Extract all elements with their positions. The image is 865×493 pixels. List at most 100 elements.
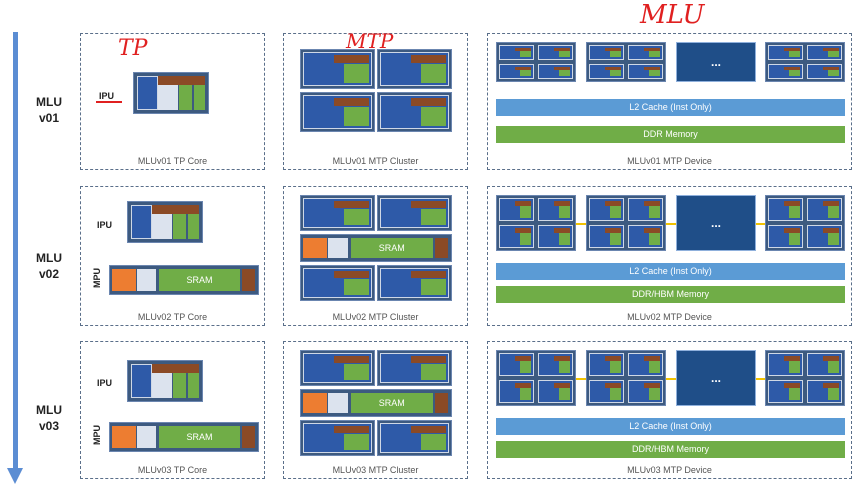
device-cluster — [496, 195, 576, 251]
sub-core-compute — [648, 50, 660, 57]
sub-core-compute — [421, 64, 446, 83]
sub-core — [807, 198, 842, 221]
cluster-core — [300, 92, 375, 132]
l2-cache-bar: L2 Cache (Inst Only) — [496, 418, 845, 435]
sub-core-strip — [514, 228, 531, 234]
sub-core — [499, 353, 534, 376]
cluster-core — [377, 195, 452, 231]
mpu-block: SRAM — [109, 265, 259, 295]
sub-core-compute — [344, 433, 369, 450]
sub-core — [807, 353, 842, 376]
sub-core-compute — [421, 433, 446, 450]
sub-core — [807, 64, 842, 79]
interconnect-arrow — [576, 223, 586, 225]
sub-core — [380, 52, 449, 86]
sub-core-compute — [558, 361, 570, 373]
sub-core-compute — [827, 69, 839, 76]
sub-core-strip — [783, 356, 800, 362]
sub-core-strip — [514, 356, 531, 362]
sub-core-compute — [648, 233, 660, 245]
sub-core-strip — [643, 383, 660, 389]
sub-core-strip — [604, 228, 621, 234]
sub-core — [538, 380, 573, 403]
sub-core — [538, 353, 573, 376]
sub-core-compute — [421, 107, 446, 126]
sub-core-strip — [822, 356, 839, 362]
sub-core — [807, 380, 842, 403]
caption: MLUv02 MTP Cluster — [332, 312, 419, 322]
sub-core-strip — [822, 383, 839, 389]
sub-core-compute — [788, 69, 800, 76]
sub-core — [628, 225, 663, 248]
sub-core-compute — [827, 206, 839, 218]
sub-core-compute — [344, 278, 369, 295]
sub-core-compute — [788, 50, 800, 57]
sub-core-strip — [411, 426, 446, 433]
panel-v02-tp-core: IPU MPU SRAM MLUv02 TP Core — [80, 186, 265, 326]
sub-core-compute — [648, 69, 660, 76]
sub-core-compute — [421, 208, 446, 225]
cluster-core — [377, 350, 452, 386]
sub-core — [538, 225, 573, 248]
sub-core-compute — [519, 361, 531, 373]
device-cluster — [496, 42, 576, 82]
sub-core — [303, 95, 372, 129]
sub-core-strip — [822, 228, 839, 234]
sub-core — [628, 198, 663, 221]
sub-core-strip — [783, 48, 800, 52]
sub-core-compute — [827, 388, 839, 400]
device-cluster — [765, 350, 845, 406]
interconnect-arrow — [666, 223, 676, 225]
sub-core-compute — [648, 361, 660, 373]
sub-core — [303, 52, 372, 86]
device-cluster — [586, 350, 666, 406]
cluster-core — [300, 265, 375, 301]
sub-core-strip — [411, 98, 446, 106]
sub-core-strip — [334, 98, 369, 106]
panel-v01-mtp-cluster: MLUv01 MTP Cluster — [283, 33, 468, 170]
sub-core — [589, 225, 624, 248]
sub-core — [538, 198, 573, 221]
sub-core — [380, 353, 449, 383]
sub-core-compute — [344, 107, 369, 126]
sub-core — [380, 423, 449, 453]
sub-core — [768, 380, 803, 403]
sub-core-compute — [788, 388, 800, 400]
sub-core — [768, 45, 803, 60]
sub-core-strip — [783, 201, 800, 207]
sub-core-strip — [411, 356, 446, 363]
sub-core-compute — [519, 388, 531, 400]
l2-cache-bar: L2 Cache (Inst Only) — [496, 99, 845, 116]
caption: MLUv01 MTP Device — [627, 156, 712, 166]
caption: MLUv02 MTP Device — [627, 312, 712, 322]
memory-bar: DDR Memory — [496, 126, 845, 143]
cluster-core — [300, 195, 375, 231]
evolution-arrow-head — [7, 468, 23, 484]
sub-core-compute — [609, 206, 621, 218]
sub-core — [499, 198, 534, 221]
shared-sram-block: SRAM — [300, 389, 452, 417]
ipu-label: IPU — [97, 378, 113, 388]
sub-core-strip — [411, 55, 446, 63]
sub-core-strip — [604, 383, 621, 389]
mpu-label: MPU — [92, 268, 102, 288]
sub-core-strip — [643, 67, 660, 71]
panel-v03-tp-core: IPU MPU SRAM MLUv03 TP Core — [80, 341, 265, 479]
sub-core — [303, 198, 372, 228]
panel-v03-mtp-device: ... L2 Cache (Inst Only) DDR/HBM Memory … — [487, 341, 852, 479]
sub-core — [807, 45, 842, 60]
mpu-block: SRAM — [109, 422, 259, 452]
sub-core-strip — [553, 67, 570, 71]
sub-core-strip — [553, 228, 570, 234]
sub-core-compute — [558, 50, 570, 57]
sub-core-compute — [827, 233, 839, 245]
caption: MLUv03 TP Core — [137, 465, 208, 475]
sub-core — [538, 64, 573, 79]
panel-v02-mtp-device: ... L2 Cache (Inst Only) DDR/HBM Memory … — [487, 186, 852, 326]
shared-sram-block: SRAM — [300, 234, 452, 262]
l2-cache-bar: L2 Cache (Inst Only) — [496, 263, 845, 280]
sub-core-strip — [334, 271, 369, 278]
sub-core-strip — [553, 48, 570, 52]
sub-core — [538, 45, 573, 60]
